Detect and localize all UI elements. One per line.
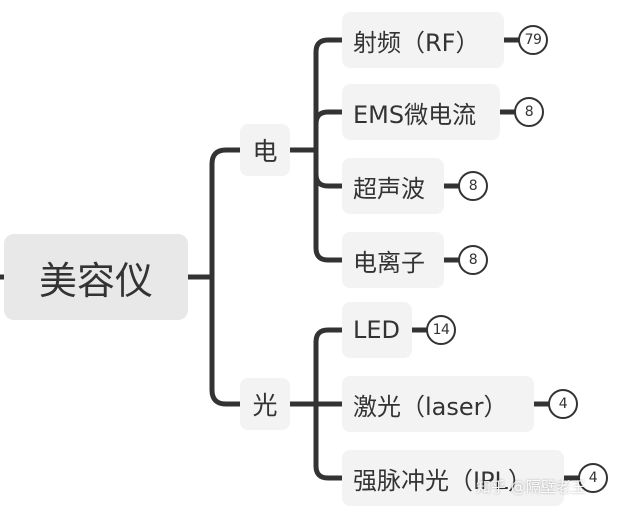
leaf-node-ion[interactable]: 电离子 (342, 232, 444, 288)
leaf-label-ion: 电离子 (353, 248, 425, 277)
connector-dian-to-ems (313, 109, 345, 153)
watermark: 知乎 @隔壁老王 (476, 478, 586, 496)
count-badge-ipl: 4 (578, 463, 608, 493)
branch-node-dian[interactable]: 电 (240, 124, 290, 176)
leaf-node-ipl[interactable]: 强脉冲光（IPL） (342, 450, 564, 506)
root-node[interactable]: 美容仪 (4, 234, 188, 320)
count-badge-ems: 8 (514, 97, 544, 127)
leaf-node-ultrasound[interactable]: 超声波 (342, 158, 444, 214)
count-badge-led: 14 (426, 315, 456, 345)
connector-guang-to-led (313, 327, 345, 407)
connector-dian-to-ion (313, 147, 345, 263)
connector-root-to-dian (209, 147, 243, 280)
connector-root-to-guang (209, 274, 243, 407)
leaf-label-ipl: 强脉冲光（IPL） (353, 466, 532, 495)
branch-label-dian: 电 (252, 137, 278, 166)
connector-dian-to-rf (313, 37, 345, 153)
branch-label-guang: 光 (252, 391, 278, 420)
count-badge-ultrasound: 8 (458, 171, 488, 201)
connector-guang-to-ipl (313, 401, 345, 481)
leaf-label-rf: 射频（RF） (353, 28, 480, 57)
leaf-node-ems[interactable]: EMS微电流 (342, 84, 500, 140)
leaf-label-laser: 激光（laser） (353, 392, 508, 421)
leaf-node-led[interactable]: LED (342, 302, 412, 358)
leaf-label-led: LED (353, 316, 401, 344)
leaf-node-rf[interactable]: 射频（RF） (342, 12, 504, 68)
connector-dian-to-ultrasound (313, 147, 345, 189)
branch-node-guang[interactable]: 光 (240, 378, 290, 430)
leaf-label-ems: EMS微电流 (353, 100, 477, 129)
count-badge-laser: 4 (548, 389, 578, 419)
count-badge-rf: 79 (518, 25, 548, 55)
leaf-node-laser[interactable]: 激光（laser） (342, 376, 534, 432)
root-label: 美容仪 (38, 258, 153, 303)
leaf-label-ultrasound: 超声波 (353, 174, 425, 203)
count-badge-ion: 8 (458, 245, 488, 275)
